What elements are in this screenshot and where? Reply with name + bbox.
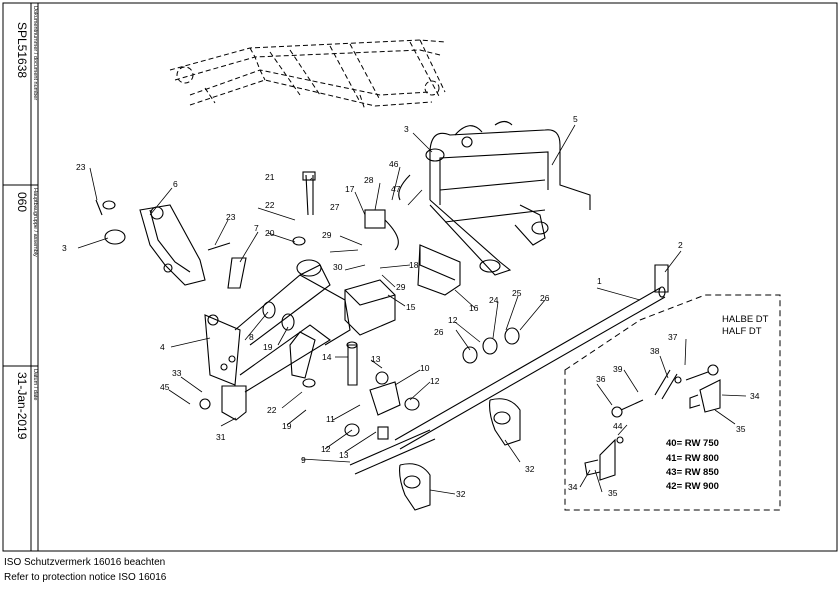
part-label: 26 xyxy=(540,293,550,303)
doc-number: SPL51638 xyxy=(15,22,29,79)
part-label: 23 xyxy=(226,212,236,222)
part-label: 19 xyxy=(263,342,273,352)
part-label: 30 xyxy=(333,262,343,272)
part-label: 20 xyxy=(265,228,275,238)
half-dt-legend: HALBE DT HALF DT 40= RW 750 41= RW 800 4… xyxy=(666,314,769,492)
part-label: 32 xyxy=(456,489,466,499)
part-label: 11 xyxy=(326,414,335,424)
part-label: 22 xyxy=(265,200,275,210)
part-label: 46 xyxy=(389,159,399,169)
part-label: 10 xyxy=(420,363,430,373)
part-label: 35 xyxy=(608,488,618,498)
protection-notice-de: ISO Schutzvermerk 16016 beachten xyxy=(4,557,166,568)
part-label: 3 xyxy=(62,243,67,253)
part-label: 32 xyxy=(525,464,535,474)
part-label: 13 xyxy=(339,450,349,460)
part-label: 12 xyxy=(448,315,458,325)
part-label: 12 xyxy=(430,376,440,386)
assembly-number: 060 xyxy=(15,192,29,213)
part-label: 23 xyxy=(76,162,86,172)
part-label: 12 xyxy=(321,444,331,454)
date-label: Datum / date xyxy=(32,369,38,401)
part-label: 29 xyxy=(322,230,332,240)
part-label: 21 xyxy=(265,172,275,182)
part-label: 35 xyxy=(736,424,746,434)
part-label: 8 xyxy=(249,332,254,342)
part-label: 24 xyxy=(489,295,499,305)
part-label: 44 xyxy=(613,421,623,431)
part-label: 22 xyxy=(267,405,277,415)
part-label: 47 xyxy=(391,184,401,194)
part-label: 19 xyxy=(282,421,292,431)
part-label: 9 xyxy=(301,455,306,465)
part-label: 34 xyxy=(568,482,578,492)
variant-42: 42= RW 900 xyxy=(666,481,719,492)
sheet-border xyxy=(2,2,838,552)
part-label: 28 xyxy=(364,175,374,185)
part-label: 17 xyxy=(345,184,355,194)
part-label: 39 xyxy=(613,364,623,374)
variant-43: 43= RW 850 xyxy=(666,467,719,478)
part-label: 7 xyxy=(254,223,259,233)
part-label: 2 xyxy=(678,240,683,250)
leader-lines xyxy=(77,124,747,495)
date-value: 31-Jan-2019 xyxy=(15,372,29,440)
part-label: 15 xyxy=(406,302,416,312)
part-label: 6 xyxy=(173,179,178,189)
part-label: 38 xyxy=(650,346,660,356)
variant-40: 40= RW 750 xyxy=(666,438,719,449)
part-label: 34 xyxy=(750,391,760,401)
protection-notice-en: Refer to protection notice ISO 16016 xyxy=(4,572,167,583)
part-label: 37 xyxy=(668,332,678,342)
part-label: 36 xyxy=(596,374,606,384)
part-label: 4 xyxy=(160,342,165,352)
variant-41: 41= RW 800 xyxy=(666,453,719,464)
part-label: 5 xyxy=(573,114,578,124)
assembly-label: Hauptbaugruppe / assembly xyxy=(32,188,38,257)
part-labels: 1 2 3 3 4 5 6 7 8 9 10 11 12 12 12 13 13… xyxy=(62,114,760,499)
half-dt-title-de: HALBE DT xyxy=(722,314,769,325)
doc-number-label: Dokumentnummer / document number xyxy=(32,6,38,101)
part-label: 26 xyxy=(434,327,444,337)
part-label: 18 xyxy=(409,260,419,270)
part-label: 27 xyxy=(330,202,340,212)
half-dt-title-en: HALF DT xyxy=(722,326,762,337)
reference-frame xyxy=(169,39,446,111)
parts-line-art xyxy=(95,120,721,511)
part-label: 13 xyxy=(371,354,381,364)
part-label: 14 xyxy=(322,352,332,362)
part-label: 1 xyxy=(597,276,602,286)
part-label: 29 xyxy=(396,282,406,292)
part-label: 16 xyxy=(469,303,479,313)
part-label: 25 xyxy=(512,288,522,298)
part-label: 31 xyxy=(216,432,226,442)
part-label: 45 xyxy=(160,382,170,392)
half-dt-detail-boundary xyxy=(564,294,781,511)
part-label: 33 xyxy=(172,368,182,378)
part-label: 3 xyxy=(404,124,409,134)
